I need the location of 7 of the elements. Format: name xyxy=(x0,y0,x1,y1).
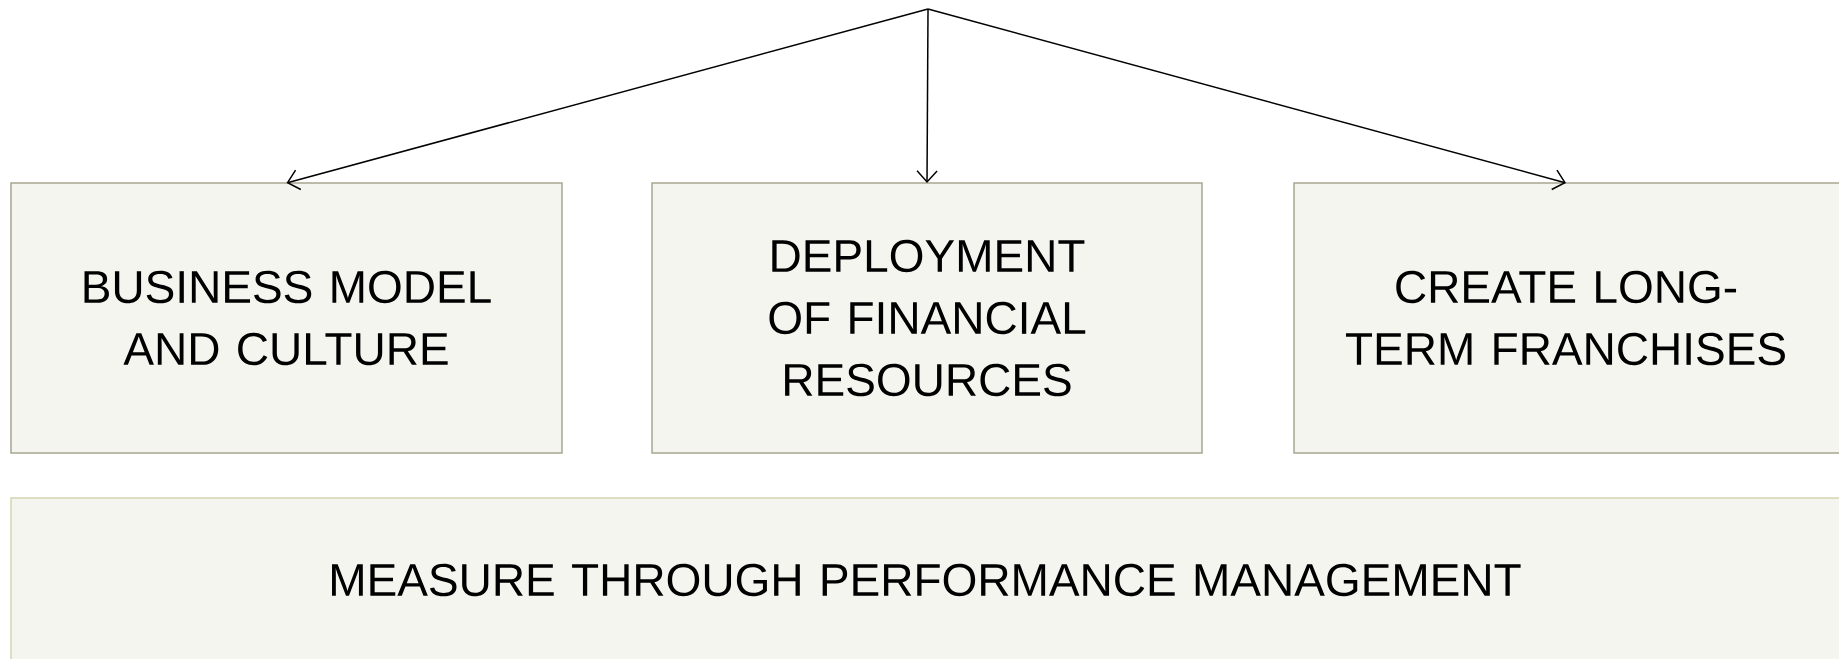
arrow xyxy=(916,8,938,183)
text-box: CREATE LONG-TERM FRANCHISES xyxy=(1293,182,1839,454)
footer-band: MEASURE THROUGH PERFORMANCE MANAGEMENT xyxy=(10,497,1839,659)
arrow xyxy=(286,8,929,191)
arrow xyxy=(927,8,1566,191)
text-box: DEPLOYMENT OF FINANCIAL RESOURCES xyxy=(651,182,1203,454)
text-box: BUSINESS MODEL AND CULTURE xyxy=(10,182,563,454)
